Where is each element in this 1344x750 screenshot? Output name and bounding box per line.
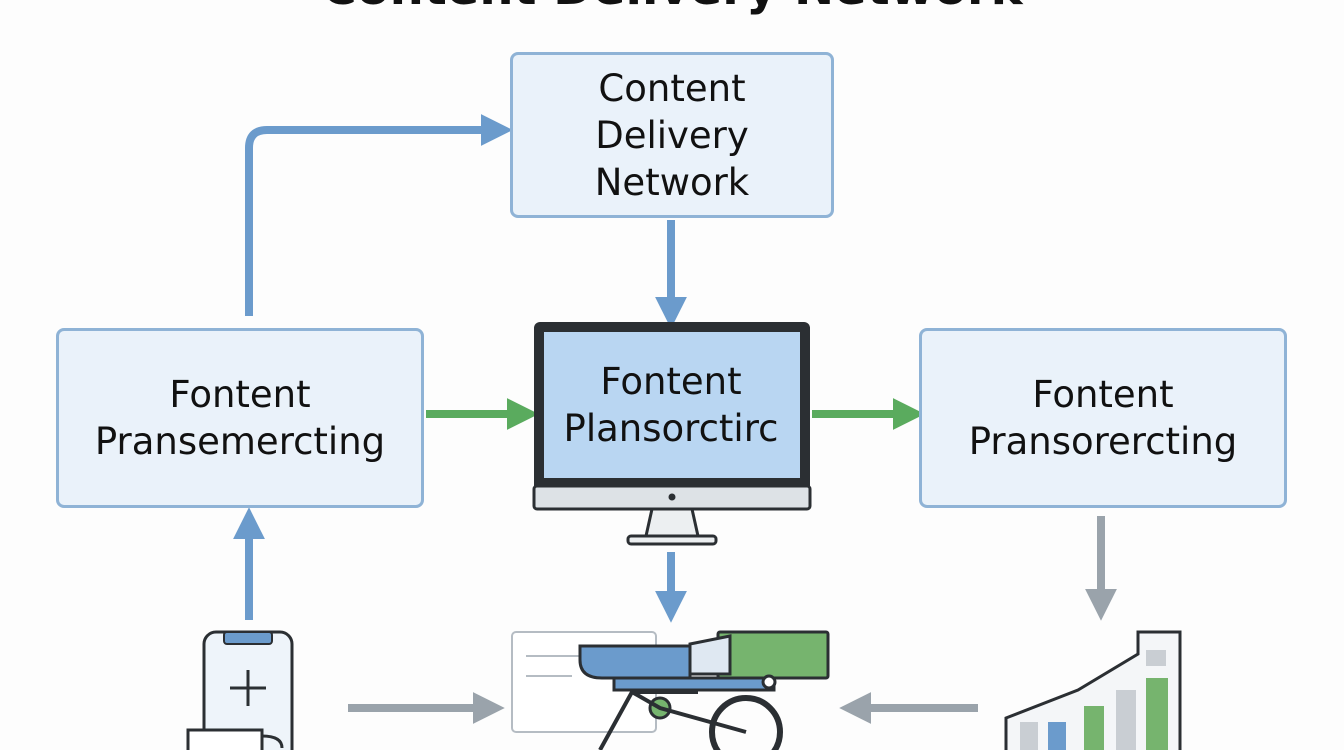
node-left-line-2: Pransemercting <box>94 420 386 463</box>
node-content-delivery-network: Content Delivery Network <box>510 52 834 218</box>
desktop-monitor-icon <box>532 322 812 546</box>
node-center-line-1: Fontent <box>600 360 742 403</box>
diagram-title: Content Delivery Network <box>0 0 1344 14</box>
arrow-cdn-loop <box>245 114 513 316</box>
node-fontent-pransemercting: Fontent Pransemercting <box>56 328 424 508</box>
node-right-line-2: Pransorercting <box>968 420 1238 463</box>
mobile-phone-icon <box>202 630 294 750</box>
node-fontent-pransorercting: Fontent Pransorercting <box>919 328 1287 508</box>
bicycle-machine-icon <box>511 630 830 750</box>
coffee-cup-icon <box>186 728 284 750</box>
node-cdn-line-3: Network <box>594 160 750 204</box>
node-cdn-line-1: Content <box>598 66 746 110</box>
node-cdn-line-2: Delivery <box>595 113 749 157</box>
node-left-line-1: Fontent <box>169 373 311 416</box>
node-center-line-2: Plansorctirc <box>563 407 779 450</box>
bar-chart-building-icon <box>1004 630 1182 750</box>
node-fontent-plansorctirc: Fontent Plansorctirc <box>543 332 799 478</box>
node-right-line-1: Fontent <box>1032 373 1174 416</box>
